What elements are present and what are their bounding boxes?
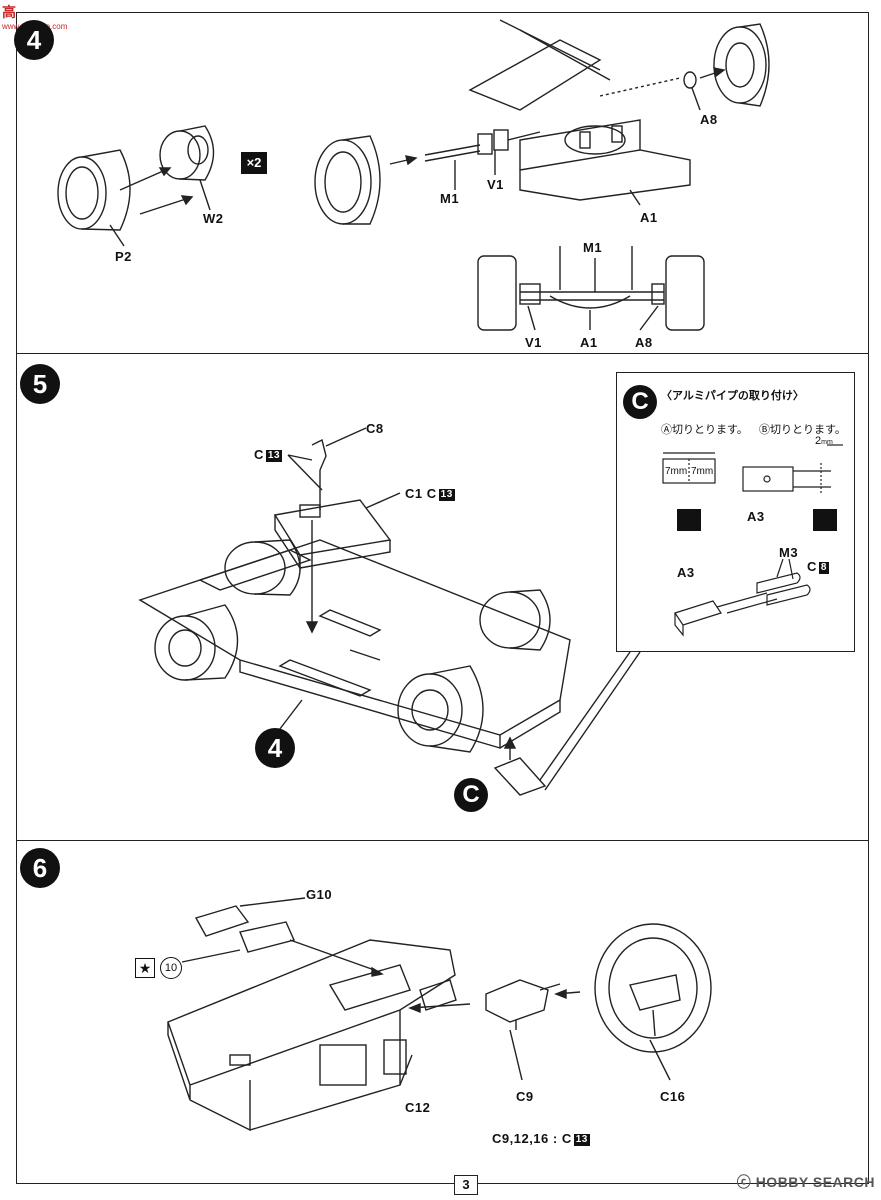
paint-star-icon: ★	[135, 958, 155, 978]
part-label-a8-schematic: A8	[635, 335, 653, 350]
part-label-v1: V1	[487, 177, 504, 192]
part-label-a1-schematic: A1	[580, 335, 598, 350]
inset-circle-c: C	[623, 385, 657, 419]
part-label-a1: A1	[640, 210, 658, 225]
page-frame	[16, 12, 869, 1184]
part-label-c16: C16	[660, 1089, 686, 1104]
step-number-6: 6	[20, 848, 60, 888]
part-label-m1: M1	[440, 191, 460, 206]
part-label-g10: G10	[306, 887, 333, 902]
step-number-4: 4	[14, 20, 54, 60]
inset-drawing	[662, 444, 843, 637]
page-number: 3	[454, 1175, 478, 1195]
inset-title: 〈アルミパイプの取り付け〉	[661, 390, 804, 402]
part-label-a8: A8	[700, 112, 718, 127]
cut-icon	[677, 509, 701, 531]
inset-part-m3: M3	[779, 545, 799, 560]
inset-part-a3-bottom: A3	[677, 565, 695, 580]
cut-icon	[813, 509, 837, 531]
step-number-5: 5	[20, 364, 60, 404]
part-label-m1-schematic: M1	[583, 240, 603, 255]
inset-dim-7mm-a: 7mm	[665, 466, 688, 477]
hobby-search-watermark: ⓒ HOBBY SEARCH	[736, 1174, 875, 1190]
part-label-v1-schematic: V1	[525, 335, 542, 350]
inset-dim-7mm-b: 7mm	[691, 466, 714, 477]
section-divider	[16, 353, 869, 354]
inset-step-a: Ⓐ切りとります。	[661, 424, 748, 436]
part-label-c9: C9	[516, 1089, 534, 1104]
part-label-c12: C12	[405, 1100, 431, 1115]
paint-number: 10	[160, 957, 182, 979]
part-label-p2: P2	[115, 249, 132, 264]
section-divider	[16, 840, 869, 841]
inset-step-b: Ⓑ切りとります。	[759, 424, 846, 436]
inset-aluminum-pipe: C 〈アルミパイプの取り付け〉 Ⓐ切りとります。 Ⓑ切りとります。 2mm 7m…	[616, 372, 855, 652]
callout-c: C	[454, 778, 488, 812]
reference-step-4: 4	[255, 728, 295, 768]
inset-dim-2mm: 2mm	[815, 435, 833, 447]
quantity-badge: ×2	[241, 152, 267, 174]
part-label-c8: C8	[366, 421, 384, 436]
part-label-w2: W2	[203, 211, 224, 226]
inset-part-a3-top: A3	[747, 509, 765, 524]
